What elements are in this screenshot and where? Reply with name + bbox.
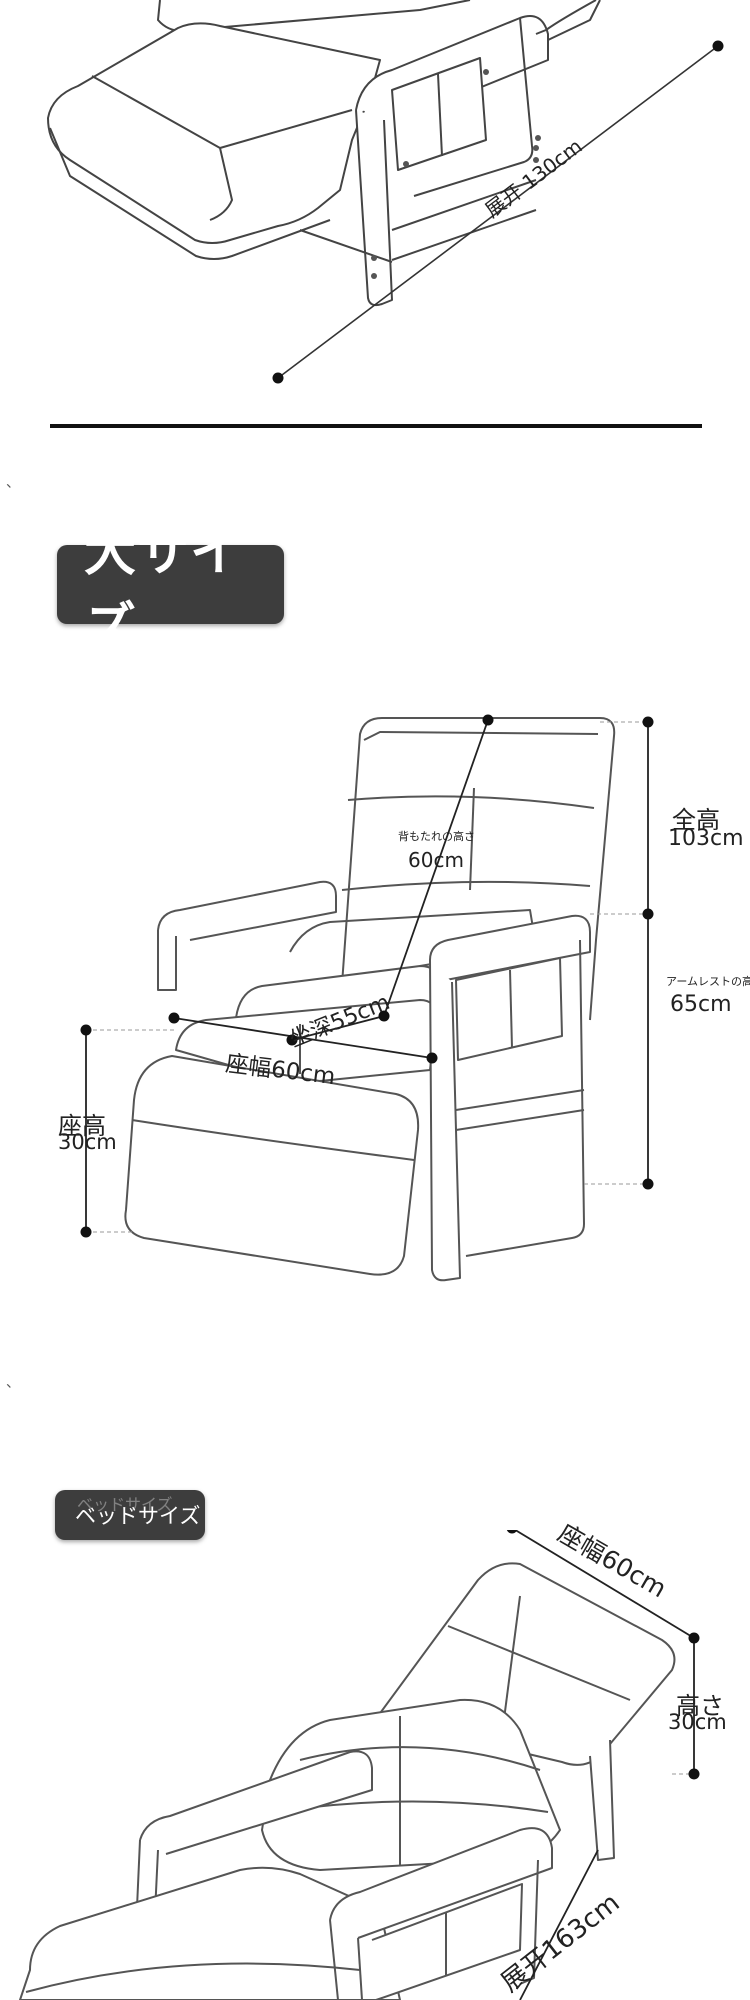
dimension-endpoint bbox=[272, 372, 284, 384]
bed-size-badge-label: ベッドサイズ bbox=[75, 1505, 201, 1528]
dimension-endpoint bbox=[712, 40, 724, 52]
seat-height-title: 座高 bbox=[58, 1112, 106, 1140]
seat-height-value: 30cm bbox=[58, 1130, 117, 1154]
backrest-height-title: 背もたれの高さ bbox=[398, 830, 475, 843]
large-size-badge: 大サイズ bbox=[57, 524, 284, 657]
total-height-value: 103cm bbox=[668, 826, 744, 851]
bed-mode-drawing bbox=[19, 1530, 700, 2000]
stray-mark: 、 bbox=[6, 1374, 20, 1390]
stray-mark: 、 bbox=[6, 474, 20, 490]
unfolded-chair-drawing bbox=[47, 0, 724, 384]
total-height-title: 全高 bbox=[672, 806, 720, 834]
bed-height-title: 高さ bbox=[676, 1692, 724, 1720]
bed-size-badge: ベッドサイズ ベッドサイズ bbox=[55, 1490, 205, 1540]
large-chair-drawing bbox=[80, 714, 654, 1282]
armrest-height-title: アームレストの高 bbox=[666, 975, 750, 988]
bed-height-value: 30cm bbox=[668, 1710, 727, 1734]
armrest-height-value: 65cm bbox=[670, 992, 732, 1017]
backrest-height-value: 60cm bbox=[408, 848, 464, 872]
section-divider bbox=[50, 424, 702, 428]
bed-size-badge-ghost: ベッドサイズ bbox=[77, 1497, 173, 1514]
